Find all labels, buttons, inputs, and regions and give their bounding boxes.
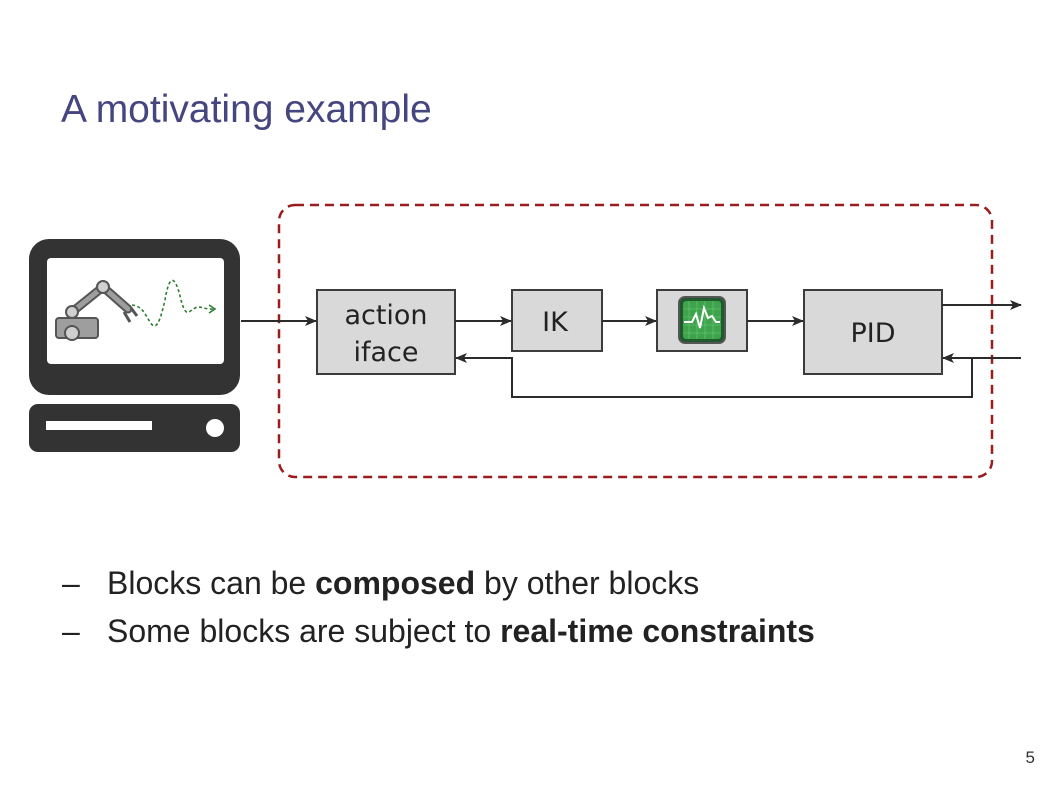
- page-number: 5: [1025, 748, 1035, 767]
- bullet-marker: –: [62, 565, 80, 601]
- bullet-text-plain: by other blocks: [475, 565, 700, 601]
- bullet-text-bold: real-time constraints: [500, 613, 815, 649]
- ik-label: IK: [542, 307, 569, 338]
- composite-boundary: [277, 203, 994, 479]
- trajectory-wave-icon: [131, 279, 217, 327]
- pid-block: PID: [803, 289, 943, 375]
- bullet-marker: –: [62, 613, 80, 649]
- bullet-text-plain: Some blocks are subject to: [107, 613, 501, 649]
- feedback-line: [455, 353, 973, 398]
- action-iface-block: action iface: [316, 289, 456, 375]
- robot-arm-icon: [55, 280, 139, 341]
- oscilloscope-icon: [678, 296, 726, 344]
- pid-label: PID: [850, 318, 895, 349]
- bullet-text: Some blocks are subject to real-time con…: [107, 609, 815, 653]
- ik-block: IK: [511, 289, 603, 352]
- bullet-text: Blocks can be composed by other blocks: [107, 561, 699, 605]
- block-diagram: action iface IK PID: [29, 203, 1022, 479]
- action-iface-label-line2: iface: [353, 337, 418, 368]
- action-iface-label-line1: action: [344, 300, 427, 331]
- bullet-text-plain: Blocks can be: [107, 565, 316, 601]
- bullet-text-bold: composed: [315, 565, 476, 601]
- slide-title: A motivating example: [61, 88, 432, 131]
- oscilloscope-block: [656, 289, 748, 352]
- computer-icon: [29, 239, 240, 452]
